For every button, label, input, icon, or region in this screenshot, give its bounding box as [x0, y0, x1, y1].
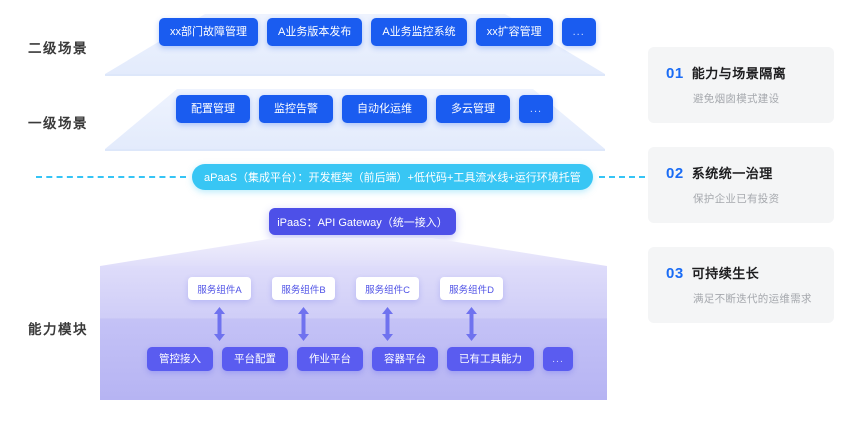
service-component-card[interactable]: 服务组件C [356, 277, 419, 300]
scene-level2-chip[interactable]: A业务监控系统 [371, 18, 467, 46]
capability-more-chip[interactable]: ... [543, 347, 573, 371]
side-card-number: 03 [666, 265, 684, 282]
apaas-dashed-line-left [36, 176, 186, 178]
apaas-bar[interactable]: aPaaS（集成平台）：开发框架（前后端）+低代码+工具流水线+运行环境托管 [192, 164, 593, 190]
scene-level1-more-chip[interactable]: ... [519, 95, 553, 123]
capability-chip[interactable]: 平台配置 [222, 347, 288, 371]
double-arrow-icon [298, 307, 309, 341]
axis-label-capability: 能力模块 [28, 322, 88, 337]
side-card-subtitle: 避免烟囱模式建设 [693, 93, 780, 105]
side-card-header: 03 可持续生长 [648, 263, 834, 282]
side-card-title: 能力与场景隔离 [691, 66, 787, 81]
axis-label-level2: 二级场景 [28, 41, 88, 56]
arrow-slot [356, 307, 419, 341]
side-card-number: 02 [666, 165, 684, 182]
capability-chip[interactable]: 容器平台 [372, 347, 438, 371]
scene-level1-chip[interactable]: 监控告警 [259, 95, 333, 123]
side-card-title: 系统统一治理 [691, 166, 773, 181]
side-cards-list: 01 能力与场景隔离 避免烟囱模式建设 02 系统统一治理 保护企业已有投资 0… [648, 47, 834, 323]
apaas-dashed-line-right [598, 176, 675, 178]
side-card-subtitle: 满足不断迭代的运维需求 [693, 293, 812, 305]
double-arrow-icon [214, 307, 225, 341]
capability-chip[interactable]: 作业平台 [297, 347, 363, 371]
side-card-title: 可持续生长 [691, 266, 760, 281]
side-card-subtitle: 保护企业已有投资 [693, 193, 780, 205]
side-card-03[interactable]: 03 可持续生长 满足不断迭代的运维需求 [648, 247, 834, 323]
axis-label-level1: 一级场景 [28, 116, 88, 131]
service-component-card[interactable]: 服务组件A [188, 277, 251, 300]
capability-chip[interactable]: 已有工具能力 [447, 347, 534, 371]
capability-chip[interactable]: 管控接入 [147, 347, 213, 371]
double-arrow-icon [382, 307, 393, 341]
scene-level2-chip[interactable]: A业务版本发布 [267, 18, 363, 46]
scene-level1-chip[interactable]: 自动化运维 [342, 95, 427, 123]
side-card-02[interactable]: 02 系统统一治理 保护企业已有投资 [648, 147, 834, 223]
capability-items-row: 管控接入 平台配置 作业平台 容器平台 已有工具能力 ... [147, 347, 573, 371]
arrow-slot [188, 307, 251, 341]
scene-level1-row: 配置管理 监控告警 自动化运维 多云管理 ... [176, 95, 553, 123]
apaas-layer: aPaaS（集成平台）：开发框架（前后端）+低代码+工具流水线+运行环境托管 [0, 164, 858, 190]
arrow-slot [440, 307, 503, 341]
side-card-number: 01 [666, 65, 684, 82]
scene-level2-row: xx部门故障管理 A业务版本发布 A业务监控系统 xx扩容管理 ... [159, 18, 596, 46]
scene-level2-chip[interactable]: xx扩容管理 [475, 18, 553, 46]
double-arrow-icon [466, 307, 477, 341]
side-card-header: 02 系统统一治理 [648, 163, 834, 182]
scene-level1-chip[interactable]: 配置管理 [176, 95, 250, 123]
arrow-slot [272, 307, 335, 341]
service-components-row: 服务组件A 服务组件B 服务组件C 服务组件D [188, 277, 503, 300]
service-component-card[interactable]: 服务组件D [440, 277, 503, 300]
side-card-header: 01 能力与场景隔离 [648, 63, 834, 82]
service-component-card[interactable]: 服务组件B [272, 277, 335, 300]
side-card-01[interactable]: 01 能力与场景隔离 避免烟囱模式建设 [648, 47, 834, 123]
scene-level2-more-chip[interactable]: ... [561, 18, 596, 46]
scene-level2-chip[interactable]: xx部门故障管理 [159, 18, 258, 46]
ipaas-bar[interactable]: iPaaS：API Gateway（统一接入） [269, 208, 456, 235]
scene-level1-chip[interactable]: 多云管理 [436, 95, 510, 123]
connector-arrows [188, 307, 503, 341]
